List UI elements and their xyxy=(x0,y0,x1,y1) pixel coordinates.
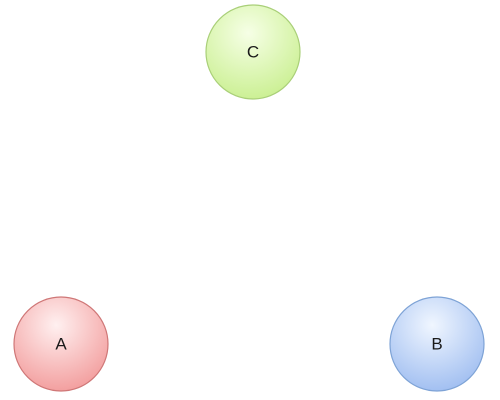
node-c-circle xyxy=(205,4,301,100)
node-b: B xyxy=(389,296,485,392)
node-c-label: C xyxy=(247,43,259,62)
node-a: A xyxy=(13,296,109,392)
node-b-label: B xyxy=(431,335,442,354)
node-a-circle xyxy=(13,296,109,392)
node-a-label: A xyxy=(55,335,67,354)
node-c: C xyxy=(205,4,301,100)
node-b-circle xyxy=(389,296,485,392)
